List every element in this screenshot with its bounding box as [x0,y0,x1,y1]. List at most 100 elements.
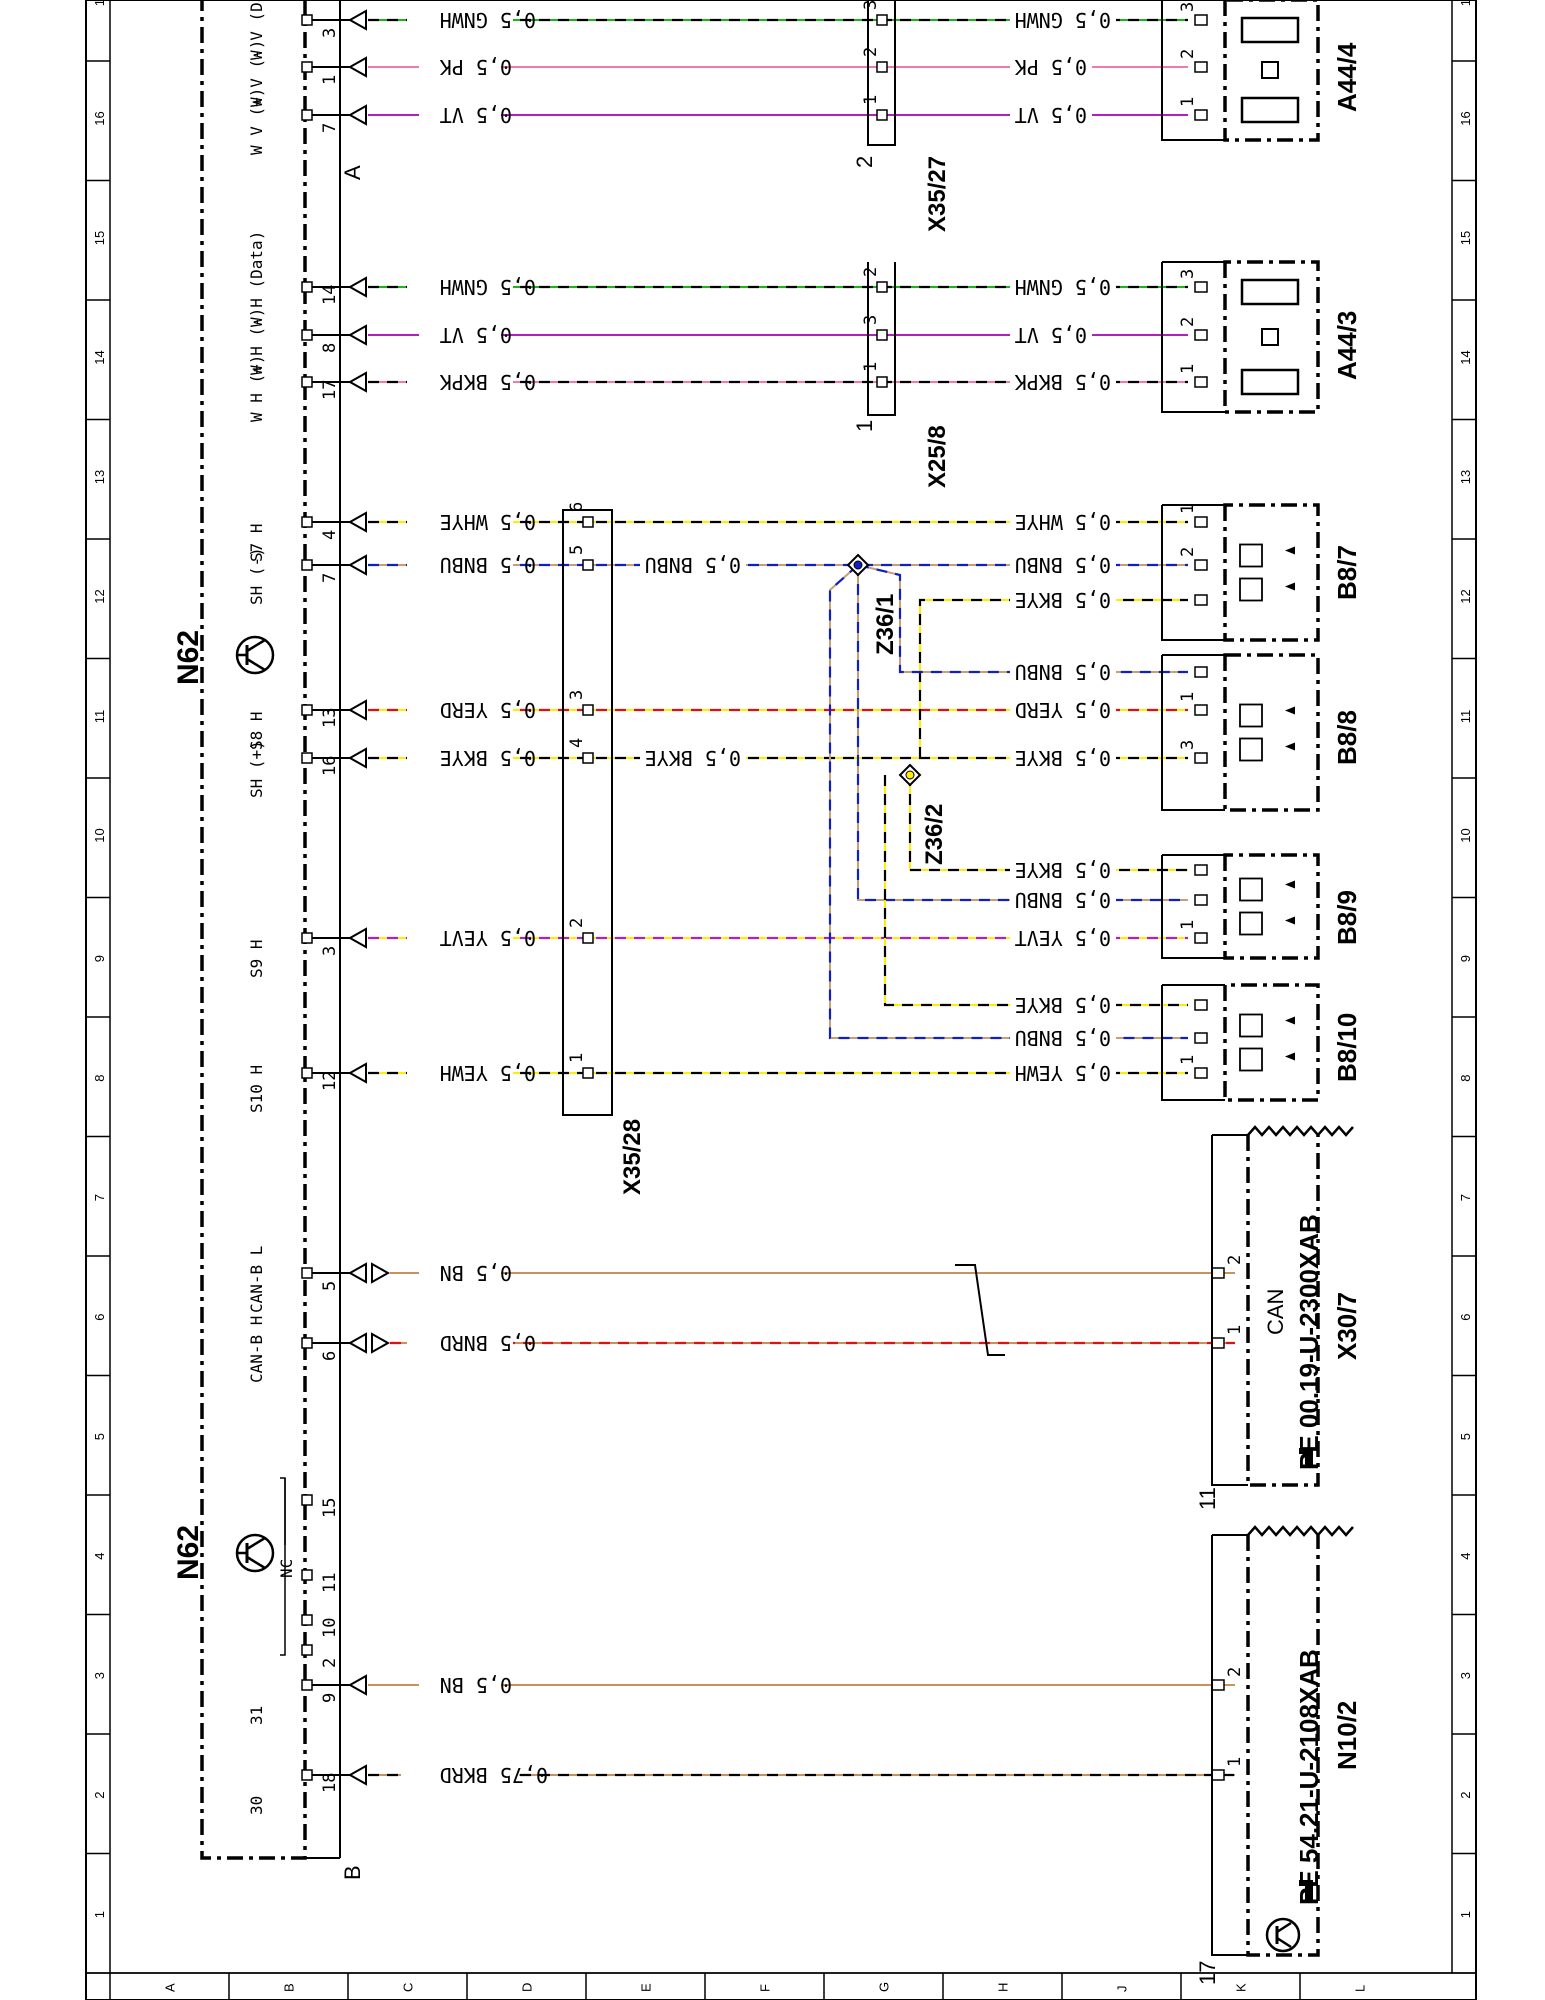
nc-pin-terminal [301,1644,313,1656]
wire-stripe [908,775,1188,872]
transistor-symbol-icon [235,1533,275,1573]
wire-module-pin: 7 [320,123,340,133]
arrow-icon [1285,916,1295,925]
wire-label-bg [1010,510,1116,534]
wire-label-bg [419,1673,501,1697]
pin-terminal [1194,932,1208,944]
signal-arrow-icon [371,1332,391,1354]
wire-module-pin: 3 [320,28,340,38]
component-n10-2-label: N10/2 [1332,1701,1362,1770]
wire-core [909,775,1188,871]
pin-terminal [1194,999,1208,1011]
wire-label: 0,5 BNBU [440,553,536,577]
connector-x35-28-label: X35/28 [619,1119,646,1195]
wire-stripe [856,565,1188,902]
wire-inline-pin: 3 [861,0,881,10]
splice-dot [905,770,915,780]
wire-module-pin: 9 [320,1693,340,1703]
wire-end-pin: 2 [1225,1667,1245,1677]
wire-signal-name: W H (Data) [247,231,266,327]
grid-column-number: 12 [1458,589,1473,603]
wire-label: 0,5 GNWH [440,8,536,32]
wire-label-bg [1010,698,1116,722]
signal-arrow-icon [347,371,367,393]
signal-arrow-icon [347,1262,367,1284]
signal-arrow-icon [347,747,367,769]
component-x30-7-bus: CAN [1263,1289,1288,1335]
nc-label: NC [277,1559,296,1578]
component-b8_9 [1161,853,1320,960]
grid-column-number: 15 [92,231,107,245]
component-b8-9-label: B8/9 [1332,890,1362,945]
wire-module-pin: 4 [320,530,340,540]
component-frame [1161,984,1225,1101]
signal-arrow-icon [347,9,367,31]
wire-label: 0,5 VT [1015,103,1087,127]
component-b8-8-label: B8/8 [1332,710,1362,765]
grid-row-letter: A [163,1983,178,1992]
transistor-symbol-icon [1265,1917,1301,1953]
wire-core [857,565,1188,901]
inline-pin-terminal [876,329,888,341]
signal-arrow-icon [347,554,367,576]
wire-core [857,564,1188,673]
wire-label: 0,5 YEWH [440,1061,536,1085]
wire-label: 0,5 YEVT [1015,926,1111,950]
component-b8-7-label: B8/7 [1332,545,1362,600]
wire-end-pin: 1 [1225,1757,1245,1767]
wire-signal-name: 30 [247,1796,266,1815]
wire-end-pin: 1 [1178,1055,1198,1065]
wire-signal-name: SH (+) [247,740,266,798]
grid-column-number: 7 [92,1194,107,1201]
grid-column-number: 8 [1458,1075,1473,1082]
component-x30-7-ref: PE 00.19-U-2300XAB [1294,1214,1324,1470]
pin-terminal [1194,516,1208,528]
grid-column-number: 10 [92,828,107,842]
wire-signal-name: W V (Data) [247,0,266,60]
display-segment-icon [1240,368,1300,396]
inline-pin-terminal [876,61,888,73]
wire-label-bg [407,8,513,32]
wire-label: 0,5 BKYE [1015,746,1111,770]
module-title-lower: N62 [172,1525,205,1580]
connector-x35-28: X35/28 [562,509,646,1195]
pin-terminal [1194,281,1208,293]
signal-arrow-icon [347,1062,367,1084]
wire-module-pin: 16 [320,756,340,776]
component-frame [1161,654,1225,811]
connector-x35-27-label: X35/27 [924,156,951,232]
wire-module-pin: 13 [320,708,340,728]
pin-terminal [301,14,313,26]
wire-label: 0,5 BNBU [1015,553,1111,577]
signal-arrow-icon [347,699,367,721]
grid-row-letter: G [877,1982,892,1992]
wire-inline-pin: 1 [861,95,881,105]
arrow-icon [1285,706,1295,715]
pin-terminal [1194,109,1208,121]
connector-x35-27-side-pin: 2 [852,156,877,168]
inline-pin-terminal [876,14,888,26]
grid-column-number: 9 [92,955,107,962]
component-x30-7-frame-pin: 11 [1195,1487,1220,1510]
wire-label: 0,5 YERD [440,698,536,722]
wire-label-bg [1010,323,1092,347]
wire-label: 0,5 BKPK [440,370,536,394]
wire-label-bg [407,1061,513,1085]
splice-z36-1: Z36/1 [872,594,899,655]
connector-b-label: B [340,1865,365,1880]
hand-pointer-icon [1299,1880,1313,1900]
wire-end-pin: 3 [1178,740,1198,750]
wire-label-bg [407,510,513,534]
pin-terminal [1194,376,1208,388]
wire-label-bg [407,746,513,770]
wire-signal-name: W H (-) [247,308,266,375]
inline-pin-terminal [876,281,888,293]
wire-inline-pin: 5 [567,545,587,555]
splice-dot [853,560,863,570]
nc-pin-terminal [301,1569,313,1581]
inline-pin-terminal [582,516,594,528]
splice-z36-2: Z36/2 [921,804,948,865]
